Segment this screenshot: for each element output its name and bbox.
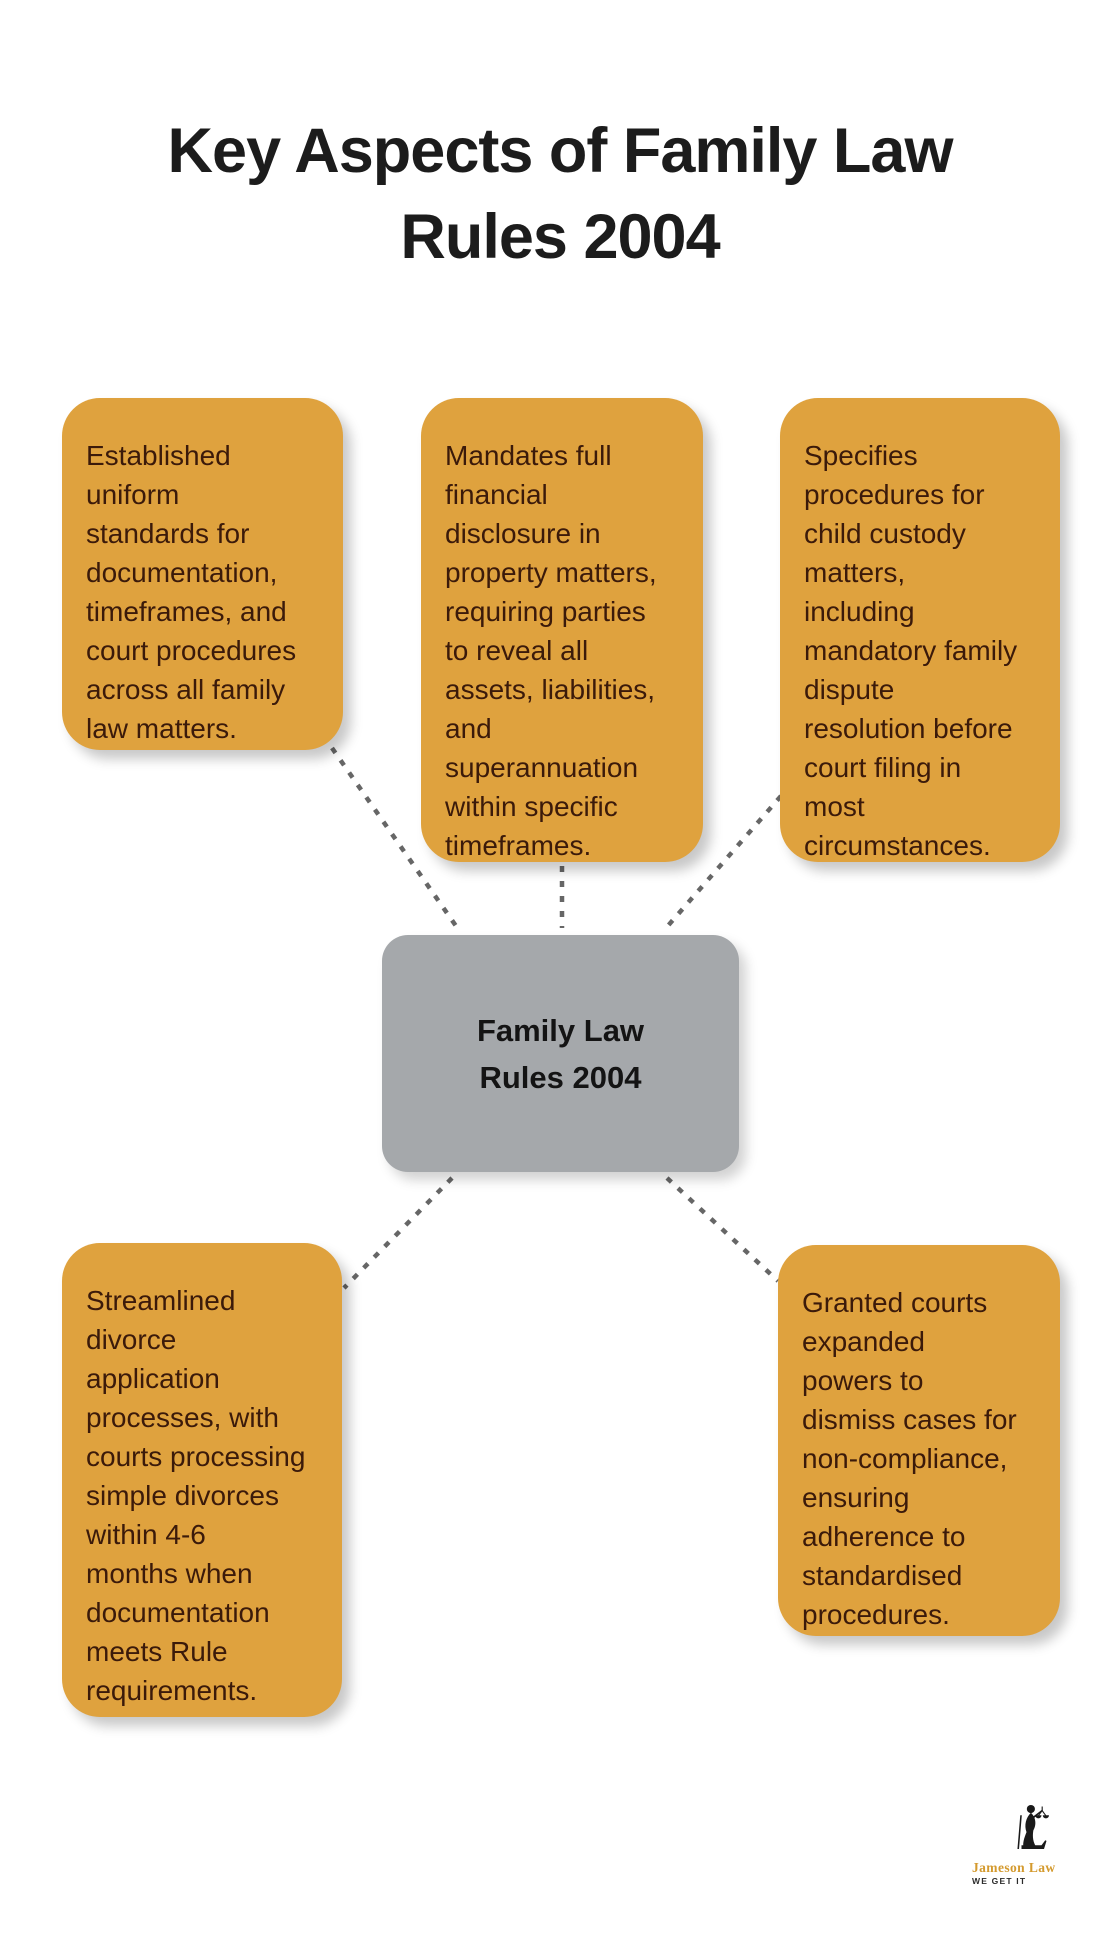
node-text: Granted courts expanded powers to dismis… bbox=[802, 1287, 1017, 1630]
logo-name: Jameson Law bbox=[972, 1860, 1056, 1875]
center-node-label: Family Law Rules 2004 bbox=[476, 1012, 645, 1095]
node-financial-disclosure: Mandates full financial disclosure in pr… bbox=[421, 398, 703, 862]
logo-tagline: WE GET IT bbox=[972, 1876, 1027, 1886]
connector-bottom-right bbox=[665, 1176, 780, 1283]
lady-justice-icon bbox=[1017, 1804, 1049, 1849]
node-text: Mandates full financial disclosure in pr… bbox=[445, 440, 657, 861]
page-title: Key Aspects of Family Law Rules 2004 bbox=[167, 116, 954, 272]
node-uniform-standards: Established uniform standards for docume… bbox=[62, 398, 343, 750]
node-court-powers: Granted courts expanded powers to dismis… bbox=[778, 1245, 1060, 1636]
connector-bottom-left bbox=[342, 1176, 454, 1290]
node-text: Streamlined divorce application processe… bbox=[86, 1285, 306, 1706]
node-divorce-processing: Streamlined divorce application processe… bbox=[62, 1243, 342, 1717]
brand-logo: Jameson Law WE GET IT bbox=[972, 1800, 1092, 1886]
node-text: Established uniform standards for docume… bbox=[86, 440, 297, 744]
node-text: Specifies procedures for child custody m… bbox=[804, 440, 1018, 861]
center-node: Family Law Rules 2004 bbox=[382, 935, 739, 1172]
node-child-custody: Specifies procedures for child custody m… bbox=[780, 398, 1060, 862]
